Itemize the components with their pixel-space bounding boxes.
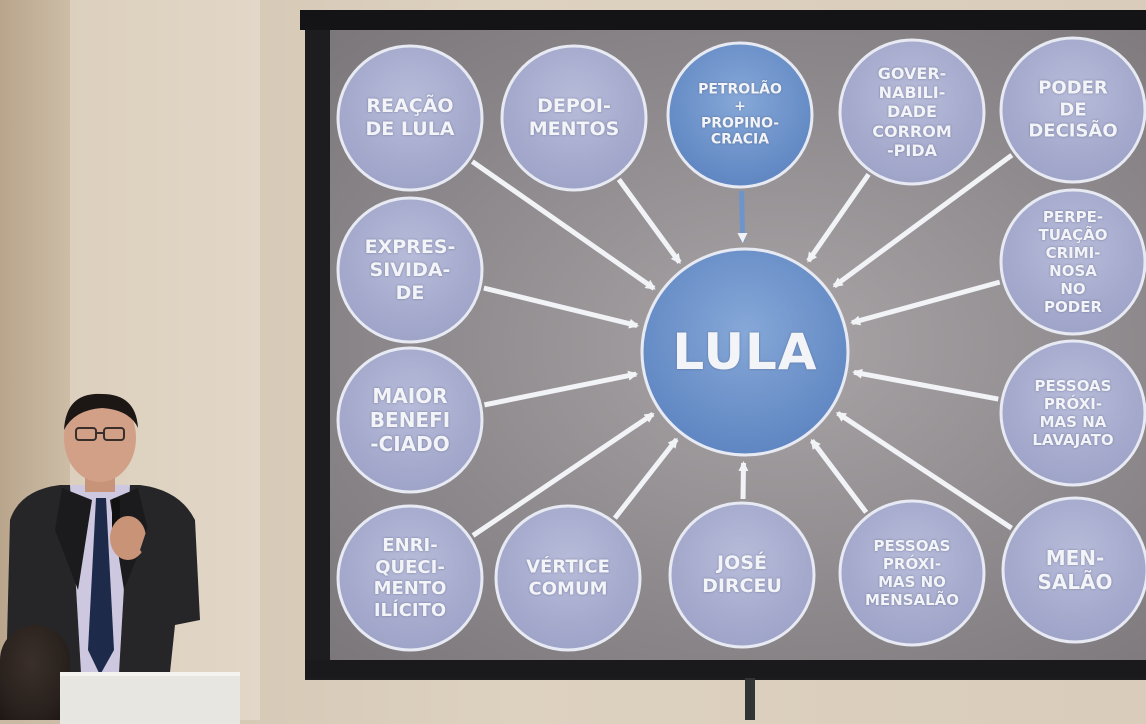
diagram-node-label-5: EXPRES- SIVIDA- DE — [365, 236, 456, 304]
arrow-1 — [619, 179, 680, 262]
arrow-10 — [615, 439, 677, 518]
arrow-3 — [808, 174, 868, 261]
diagram-node-label-13: MEN- SALÃO — [1037, 546, 1112, 594]
diagram-node-label-12: PESSOAS PRÓXI- MAS NO MENSALÃO — [865, 537, 959, 609]
arrow-7 — [484, 374, 636, 405]
diagram-node-label-0: REAÇÃO DE LULA — [365, 95, 454, 141]
diagram-node-label-11: JOSÉ DIRCEU — [702, 552, 782, 598]
diagram-node-label-3: GOVER- NABILI- DADE CORROM -PIDA — [872, 64, 952, 160]
arrow-6 — [852, 282, 1000, 323]
diagram-node-label-4: PODER DE DECISÃO — [1028, 78, 1117, 143]
diagram-node-label-8: PESSOAS PRÓXI- MAS NA LAVAJATO — [1032, 377, 1113, 449]
arrow-2 — [742, 191, 743, 241]
podium — [60, 672, 240, 724]
arrow-5 — [484, 288, 637, 326]
diagram-node-label-1: DEPOI- MENTOS — [529, 95, 620, 141]
diagram-node-label-2: PETROLÃO + PROPINO- CRACIA — [698, 81, 782, 148]
arrow-8 — [854, 372, 998, 399]
diagram-node-label-10: VÉRTICE COMUM — [526, 556, 610, 599]
diagram-node-label-6: PERPE- TUAÇÃO CRIMI- NOSA NO PODER — [1037, 208, 1110, 316]
arrow-12 — [812, 441, 866, 513]
diagram-node-label-7: MAIOR BENEFI -CIADO — [370, 384, 450, 456]
diagram-node-label-9: ENRI- QUECI- MENTO ILÍCITO — [374, 535, 447, 621]
center-node-label: LULA — [672, 322, 817, 382]
